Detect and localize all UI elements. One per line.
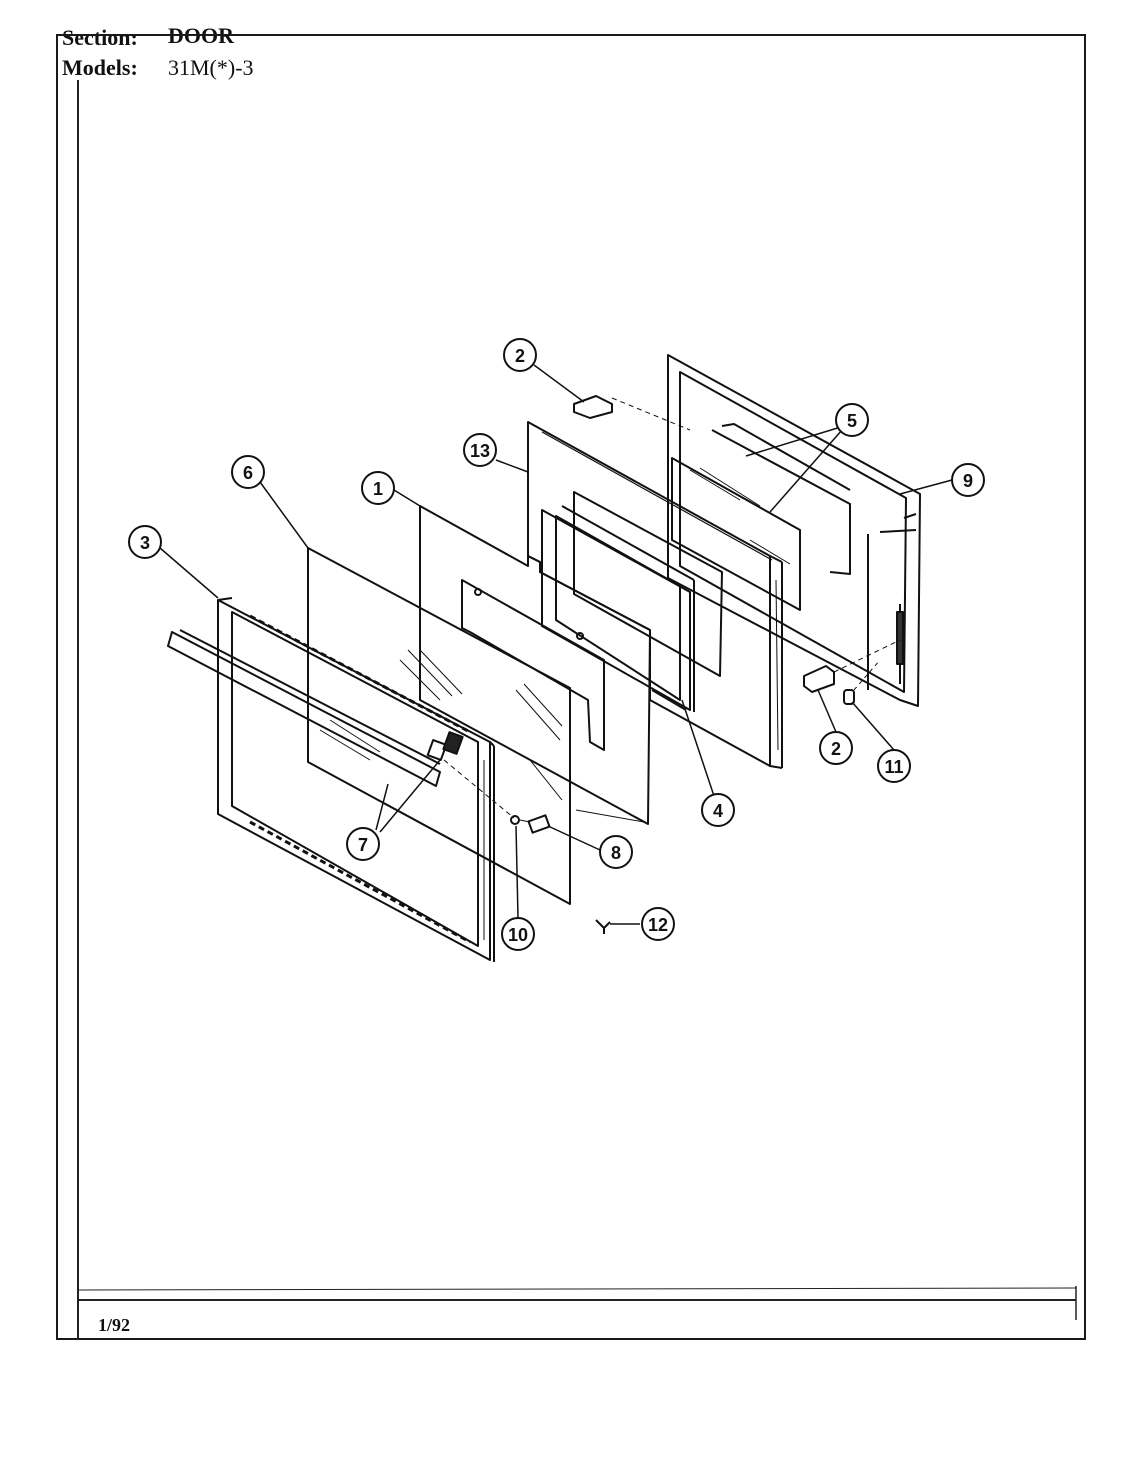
section-label: Section: — [62, 25, 138, 50]
callout-9-label: 9 — [963, 471, 973, 491]
models-value: 31M(*)-3 — [168, 55, 254, 80]
footer-date: 1/92 — [98, 1315, 131, 1335]
callout-13 — [463, 433, 497, 467]
callout-7 — [346, 827, 380, 861]
part-6-front-glass — [307, 547, 571, 905]
callout-7-label: 7 — [358, 835, 368, 855]
part-4-window-frame — [541, 505, 695, 712]
part-13-inner-liner — [527, 421, 783, 769]
callout-1-label: 1 — [373, 479, 383, 499]
callout-8 — [599, 835, 633, 869]
callout-2-lower-label: 2 — [831, 739, 841, 759]
callout-11 — [877, 749, 911, 783]
callout-10-label: 10 — [508, 925, 528, 945]
callout-6-label: 6 — [243, 463, 253, 483]
part-1-insulation — [419, 505, 651, 825]
callout-4 — [701, 793, 735, 827]
callout-12 — [641, 907, 675, 941]
callout-12-label: 12 — [648, 915, 668, 935]
callout-4-label: 4 — [713, 801, 723, 821]
callout-2-upper-label: 2 — [515, 346, 525, 366]
callout-3 — [128, 525, 162, 559]
callout-10 — [501, 917, 535, 951]
part-7-handle-caps — [426, 731, 464, 761]
callout-9 — [951, 463, 985, 497]
page-frame — [56, 34, 1086, 1340]
part-2-hinge-lower — [803, 665, 835, 693]
part-10-screw — [510, 815, 520, 825]
callout-13-label: 13 — [470, 441, 490, 461]
callout-11-label: 11 — [884, 757, 903, 777]
callout-2-lower — [819, 731, 853, 765]
door-handle-bar — [167, 629, 441, 787]
part-2-hinge-upper — [573, 395, 613, 419]
part-8-clip — [527, 814, 551, 834]
models-label: Models: — [62, 55, 138, 80]
callout-6 — [231, 455, 265, 489]
part-12-screw — [595, 919, 611, 934]
part-11-bumper — [843, 689, 855, 705]
part-5-rear-glass — [671, 457, 801, 611]
callout-5-label: 5 — [847, 411, 857, 431]
callout-5 — [835, 403, 869, 437]
part-3-outer-frame — [217, 597, 495, 962]
callout-1 — [361, 471, 395, 505]
callout-2-upper — [503, 338, 537, 372]
callout-3-label: 3 — [140, 533, 150, 553]
callout-8-label: 8 — [611, 843, 621, 863]
part-9-rear-frame — [667, 354, 921, 707]
